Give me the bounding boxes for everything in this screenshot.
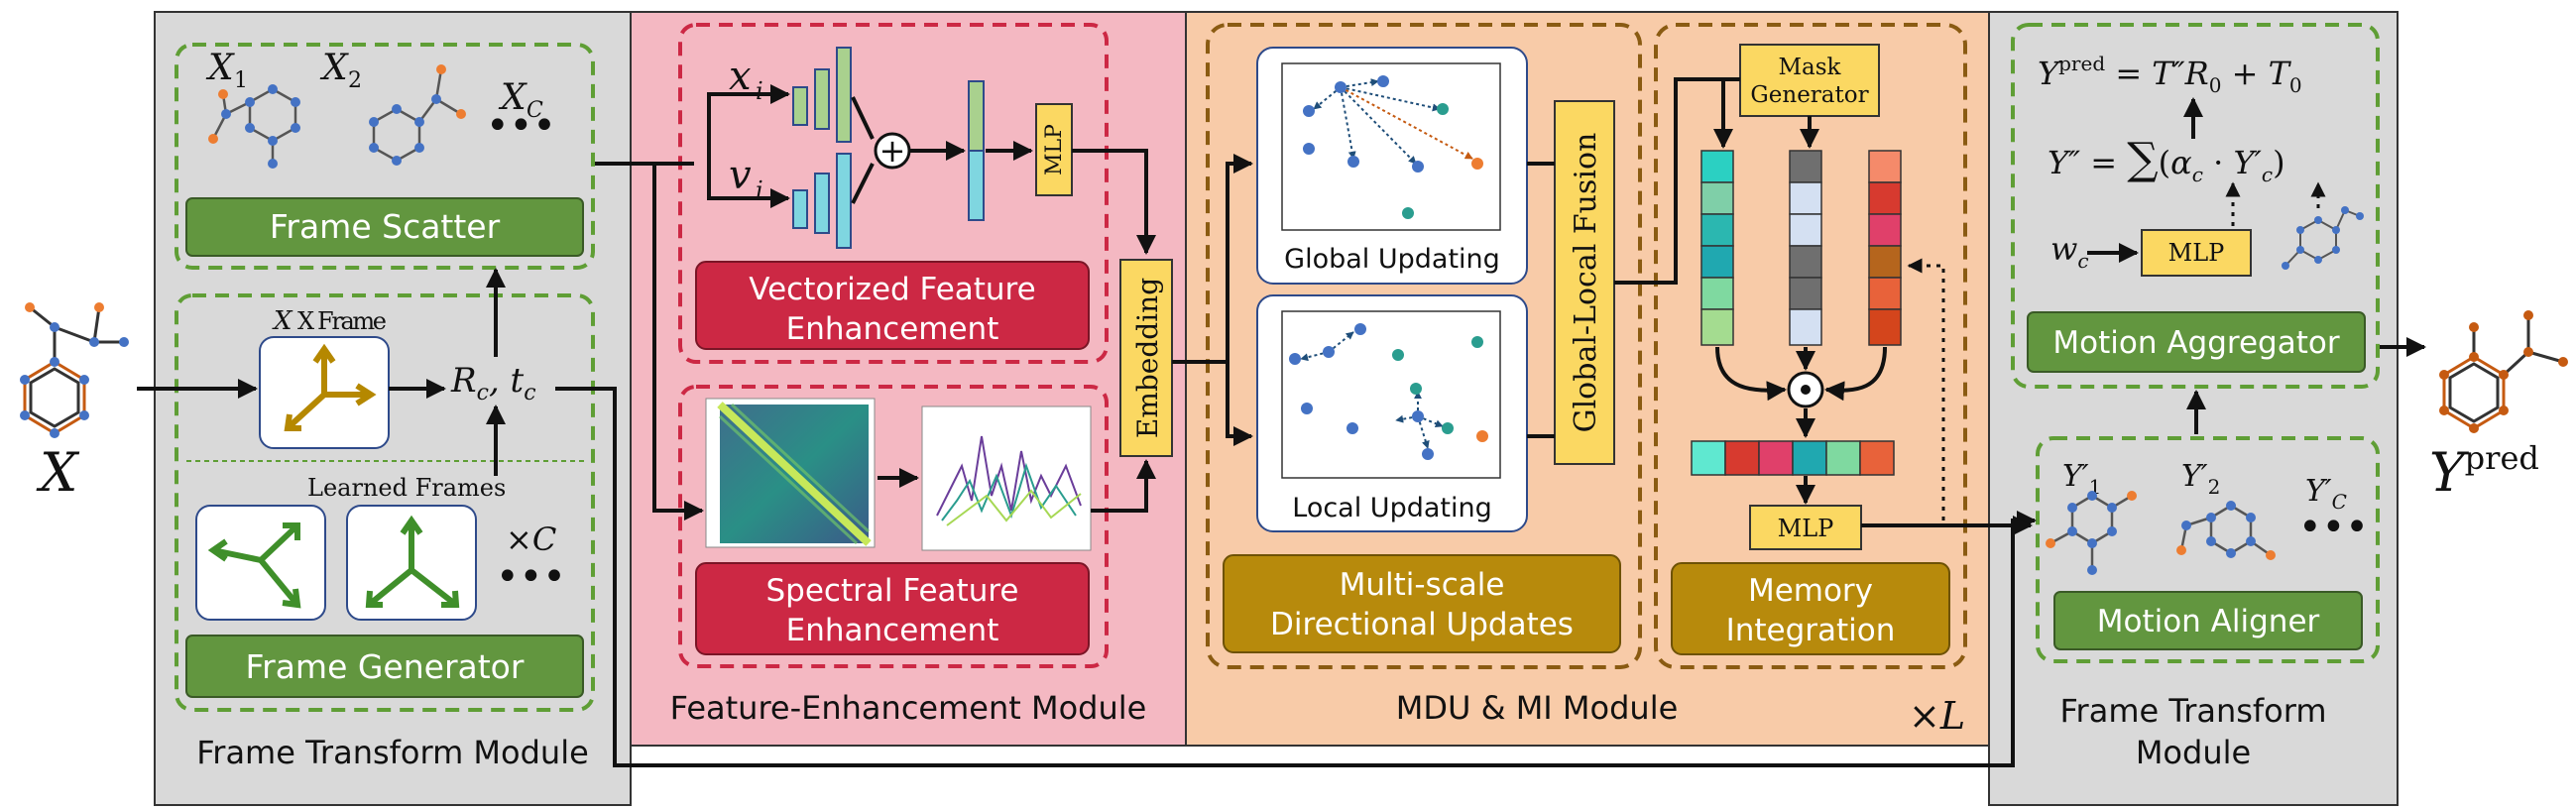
- spectral-group: [678, 385, 1109, 668]
- x1-label: X: [205, 48, 235, 88]
- frame-scatter-label: Frame Scatter: [270, 207, 501, 246]
- xc-label: X: [498, 77, 527, 118]
- aligner-dots: •••: [2298, 505, 2369, 550]
- spectral-3d-plot-image: [921, 405, 1092, 551]
- similarity-heatmap-image: [705, 398, 876, 548]
- add-op-label: +: [879, 132, 906, 170]
- mdu-button[interactable]: [1223, 554, 1621, 653]
- xi-sub: i: [756, 77, 763, 105]
- memory-vector-red: [1868, 150, 1902, 346]
- feature-vector-teal: [1700, 150, 1734, 346]
- output-label: Ypred: [2429, 439, 2539, 504]
- mi-group: [1654, 23, 1967, 669]
- xi-label: x: [729, 54, 752, 99]
- frame-generator-button[interactable]: [185, 635, 584, 698]
- frame-generator-group: [175, 293, 595, 712]
- vectorized-feature-button[interactable]: [695, 261, 1090, 350]
- output-vector: [1691, 440, 1895, 476]
- motion-aggregator-label: Motion Aggregator: [2052, 325, 2339, 361]
- mi-mlp-label: MLP: [1778, 515, 1834, 542]
- times-l-label: ×L: [1909, 694, 1965, 738]
- vectorized-group: [678, 23, 1109, 364]
- v-encoder-layers: [792, 153, 852, 249]
- aggregator-group: [2011, 23, 2380, 389]
- learned-frames-label: Learned Frames: [307, 474, 506, 502]
- x2-label: X: [319, 48, 349, 88]
- mdu-title: MDU & MI Module: [1396, 689, 1679, 727]
- vi-label: v: [729, 153, 752, 198]
- x1-sub: 1: [234, 68, 248, 93]
- memory-integration-button[interactable]: [1671, 562, 1950, 655]
- motion-aligner-button[interactable]: [2053, 591, 2363, 650]
- connectors: [137, 77, 2426, 767]
- vi-sub: i: [756, 176, 763, 204]
- mask-vector-gray: [1789, 150, 1822, 346]
- frame-scatter-group: [175, 43, 595, 270]
- motion-aggregator-button[interactable]: [2027, 311, 2366, 373]
- dotted-connectors: [1907, 181, 2326, 521]
- xc-sub: C: [527, 98, 543, 123]
- input-label: X: [36, 441, 80, 504]
- xframe-label: X Frame: [297, 307, 387, 335]
- input-molecule-icon: [23, 305, 124, 435]
- embedding-box: [1119, 259, 1173, 457]
- add-op-icon: [874, 132, 911, 170]
- ftm-left-title: Frame Transform Module: [196, 734, 589, 771]
- local-graph-image: [1289, 323, 1488, 460]
- x-frame-axes-icon: [284, 343, 377, 431]
- x2-sub: 2: [348, 68, 362, 93]
- fem-title: Feature-Enhancement Module: [670, 689, 1147, 727]
- y2-label: Y′2: [2181, 459, 2220, 499]
- global-updating-label: Global Updating: [1284, 244, 1500, 275]
- times-c-label: ×C: [506, 521, 556, 558]
- embedding-label: Embedding: [1131, 278, 1164, 438]
- fem-mlp-label: MLP: [1042, 124, 1067, 175]
- ftm-mlp-label: MLP: [2168, 239, 2225, 267]
- generator-dots: •••: [496, 554, 566, 600]
- frame-generator-label: Frame Generator: [246, 647, 525, 686]
- ftm-mlp-box: [2141, 229, 2252, 277]
- global-graph-image: [1303, 75, 1483, 219]
- local-updating-label: Local Updating: [1292, 493, 1492, 523]
- xframe-var: X: [272, 306, 293, 336]
- learned-frame-icon: [207, 515, 460, 609]
- mdu-group: [1206, 23, 1642, 669]
- x-encoder-layers: [792, 47, 852, 143]
- global-local-fusion-label: Global-Local Fusion: [1569, 133, 1603, 433]
- scatter-dots: •••: [486, 103, 556, 149]
- rc-tc-label: Rc, tc: [450, 361, 536, 405]
- motion-aligner-label: Motion Aligner: [2097, 604, 2320, 639]
- frame-scatter-button[interactable]: [185, 197, 584, 257]
- eq-aggregate: Y″ = ∑(αc · Y′c): [2048, 134, 2285, 186]
- spectral-feature-button[interactable]: [695, 562, 1090, 655]
- eq-ypred: Ypred = T″R0 + T0: [2038, 52, 2302, 97]
